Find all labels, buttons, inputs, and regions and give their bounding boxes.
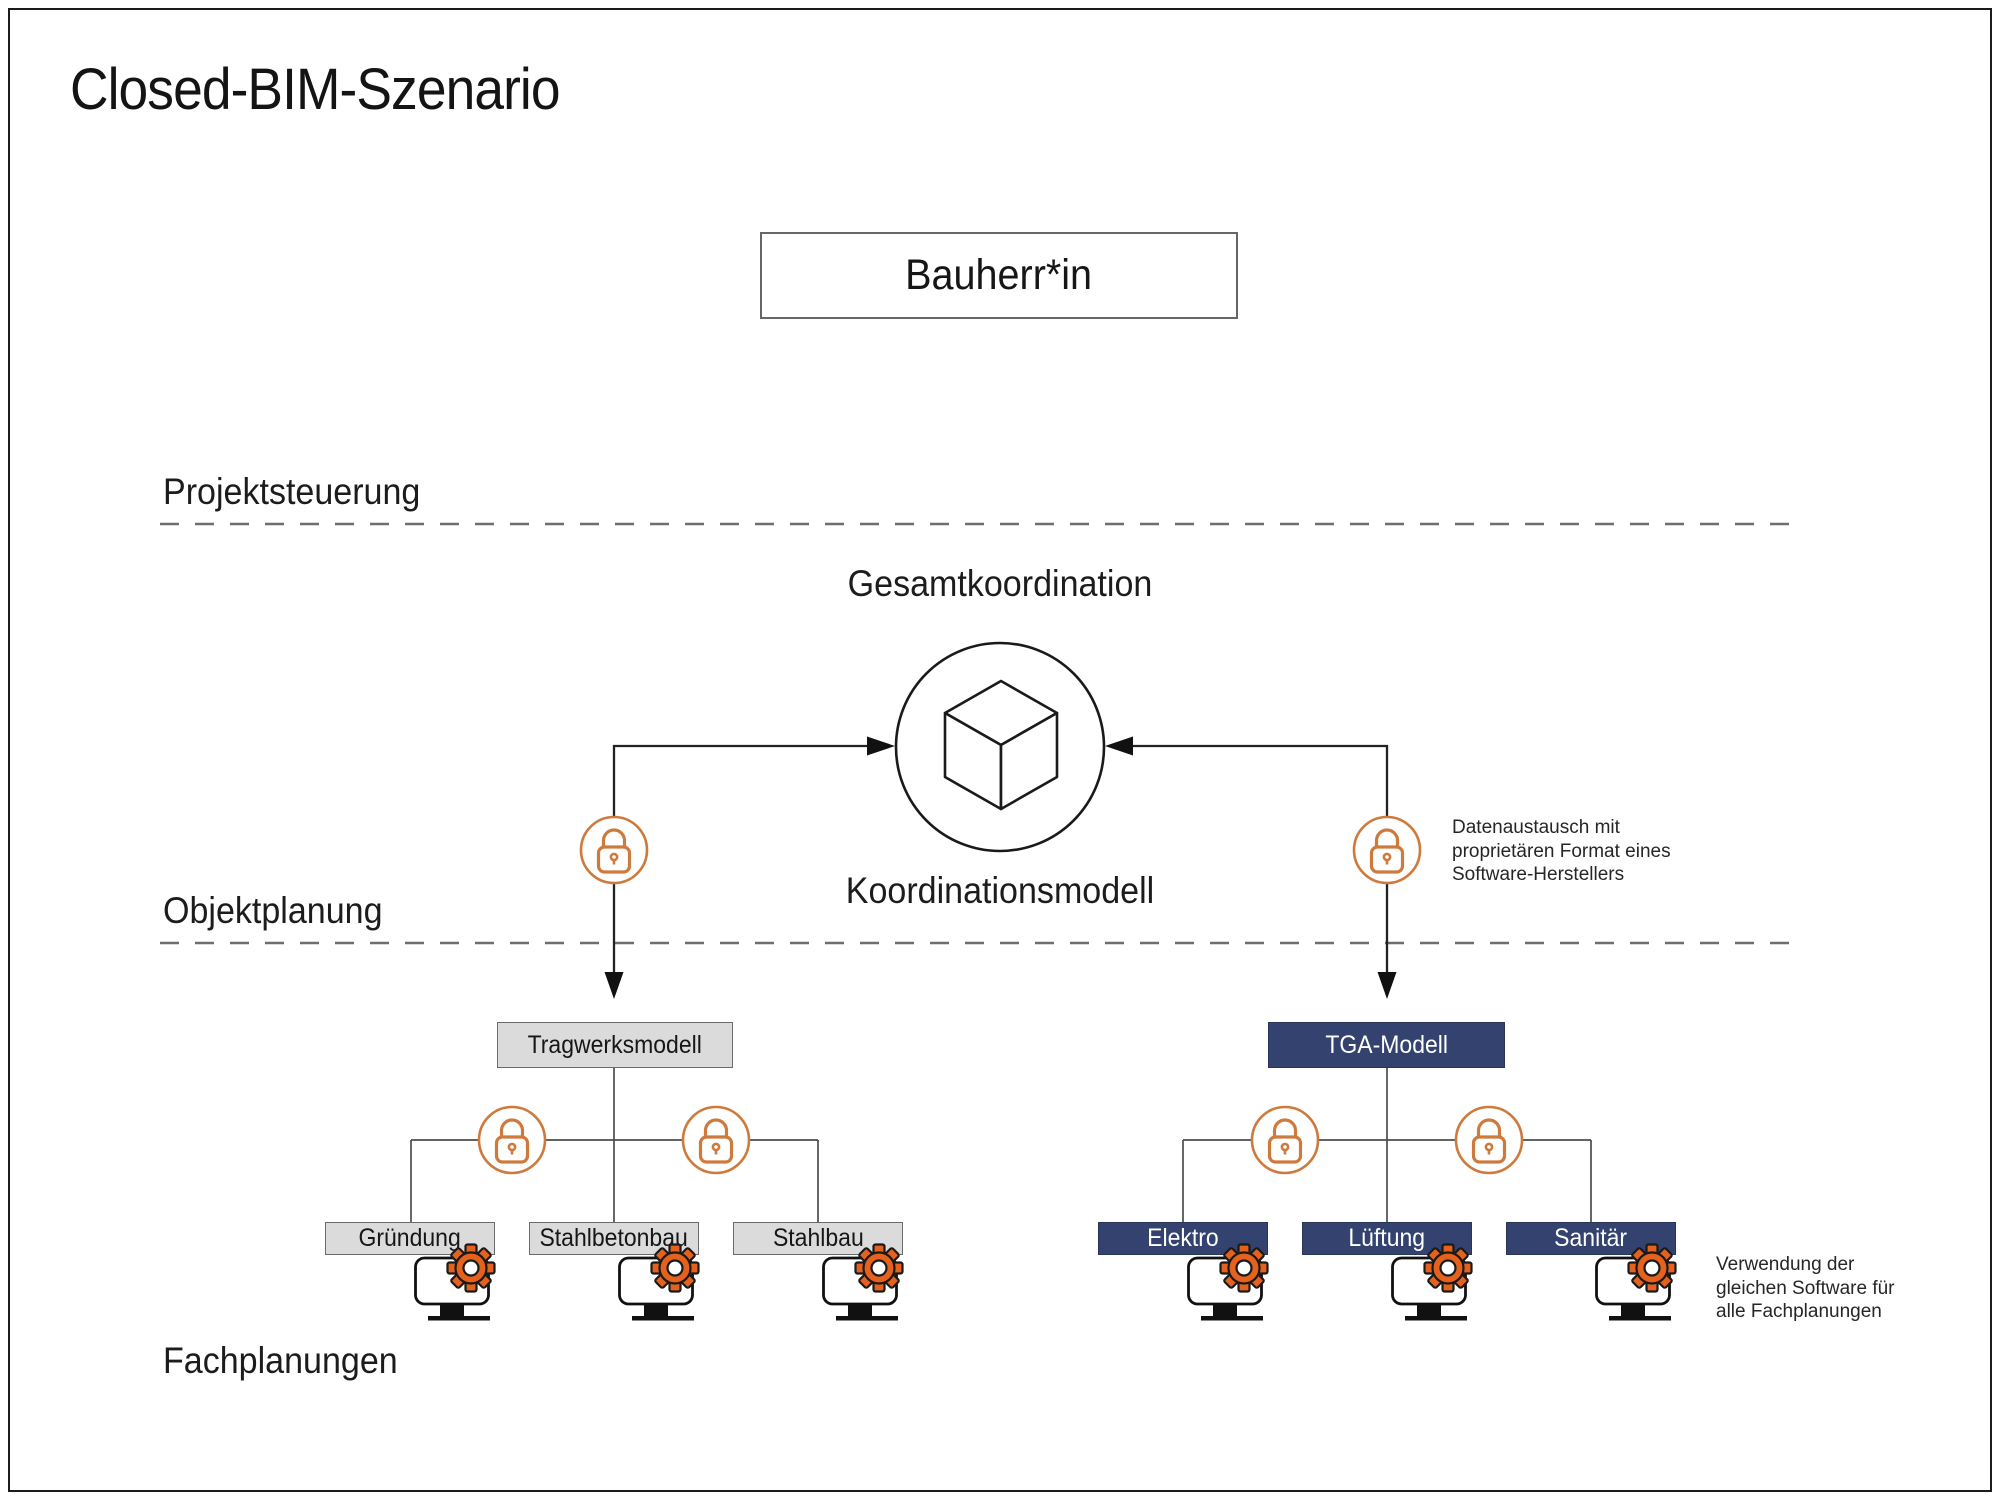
stahlbau-box: Stahlbau: [733, 1222, 903, 1255]
section-label-fachplanungen: Fachplanungen: [163, 1340, 398, 1381]
sanitaer-label: Sanitär: [1554, 1224, 1628, 1252]
sanitaer-box: Sanitär: [1506, 1222, 1676, 1255]
lueftung-box: Lüftung: [1302, 1222, 1472, 1255]
tga-modell-label: TGA-Modell: [1325, 1030, 1448, 1059]
elektro-box: Elektro: [1098, 1222, 1268, 1255]
lueftung-label: Lüftung: [1348, 1224, 1426, 1252]
page-title: Closed-BIM-Szenario: [70, 57, 561, 122]
bauherr-label: Bauherr*in: [905, 251, 1093, 299]
left-connector-line: [612, 744, 872, 974]
section-label-projektsteuerung: Projektsteuerung: [163, 471, 421, 512]
gesamtkoordination-label: Gesamtkoordination: [847, 563, 1153, 604]
tragwerksmodell-label: Tragwerksmodell: [527, 1030, 703, 1059]
arrowhead-into-circle-right: [1105, 736, 1133, 756]
data-exchange-note: Datenaustausch mit proprietären Format e…: [1452, 817, 1671, 886]
cube-icon: [943, 679, 1059, 811]
tragwerksmodell-box: Tragwerksmodell: [497, 1022, 733, 1068]
same-software-note: Verwendung der gleichen Software für all…: [1716, 1254, 1895, 1323]
section-label-objektplanung: Objektplanung: [163, 890, 383, 931]
elektro-label: Elektro: [1147, 1224, 1219, 1252]
koordinationsmodell-circle: [894, 641, 1106, 853]
koordinationsmodell-label: Koordinationsmodell: [845, 870, 1155, 911]
right-connector-line: [1128, 744, 1389, 974]
right-branch-lines: [1182, 1068, 1592, 1222]
arrowhead-down-right: [1377, 972, 1397, 999]
arrowhead-into-circle-left: [867, 736, 895, 756]
left-branch-lines: [410, 1068, 819, 1222]
gruendung-label: Gründung: [358, 1224, 462, 1252]
gruendung-box: Gründung: [325, 1222, 495, 1255]
bauherr-box: Bauherr*in: [760, 232, 1238, 319]
stahlbetonbau-box: Stahlbetonbau: [529, 1222, 699, 1255]
diagram-border: [8, 8, 1992, 1492]
tga-modell-box: TGA-Modell: [1268, 1022, 1505, 1068]
stahlbau-label: Stahlbau: [772, 1224, 864, 1252]
stahlbetonbau-label: Stahlbetonbau: [539, 1224, 689, 1252]
arrowhead-down-left: [604, 972, 624, 999]
